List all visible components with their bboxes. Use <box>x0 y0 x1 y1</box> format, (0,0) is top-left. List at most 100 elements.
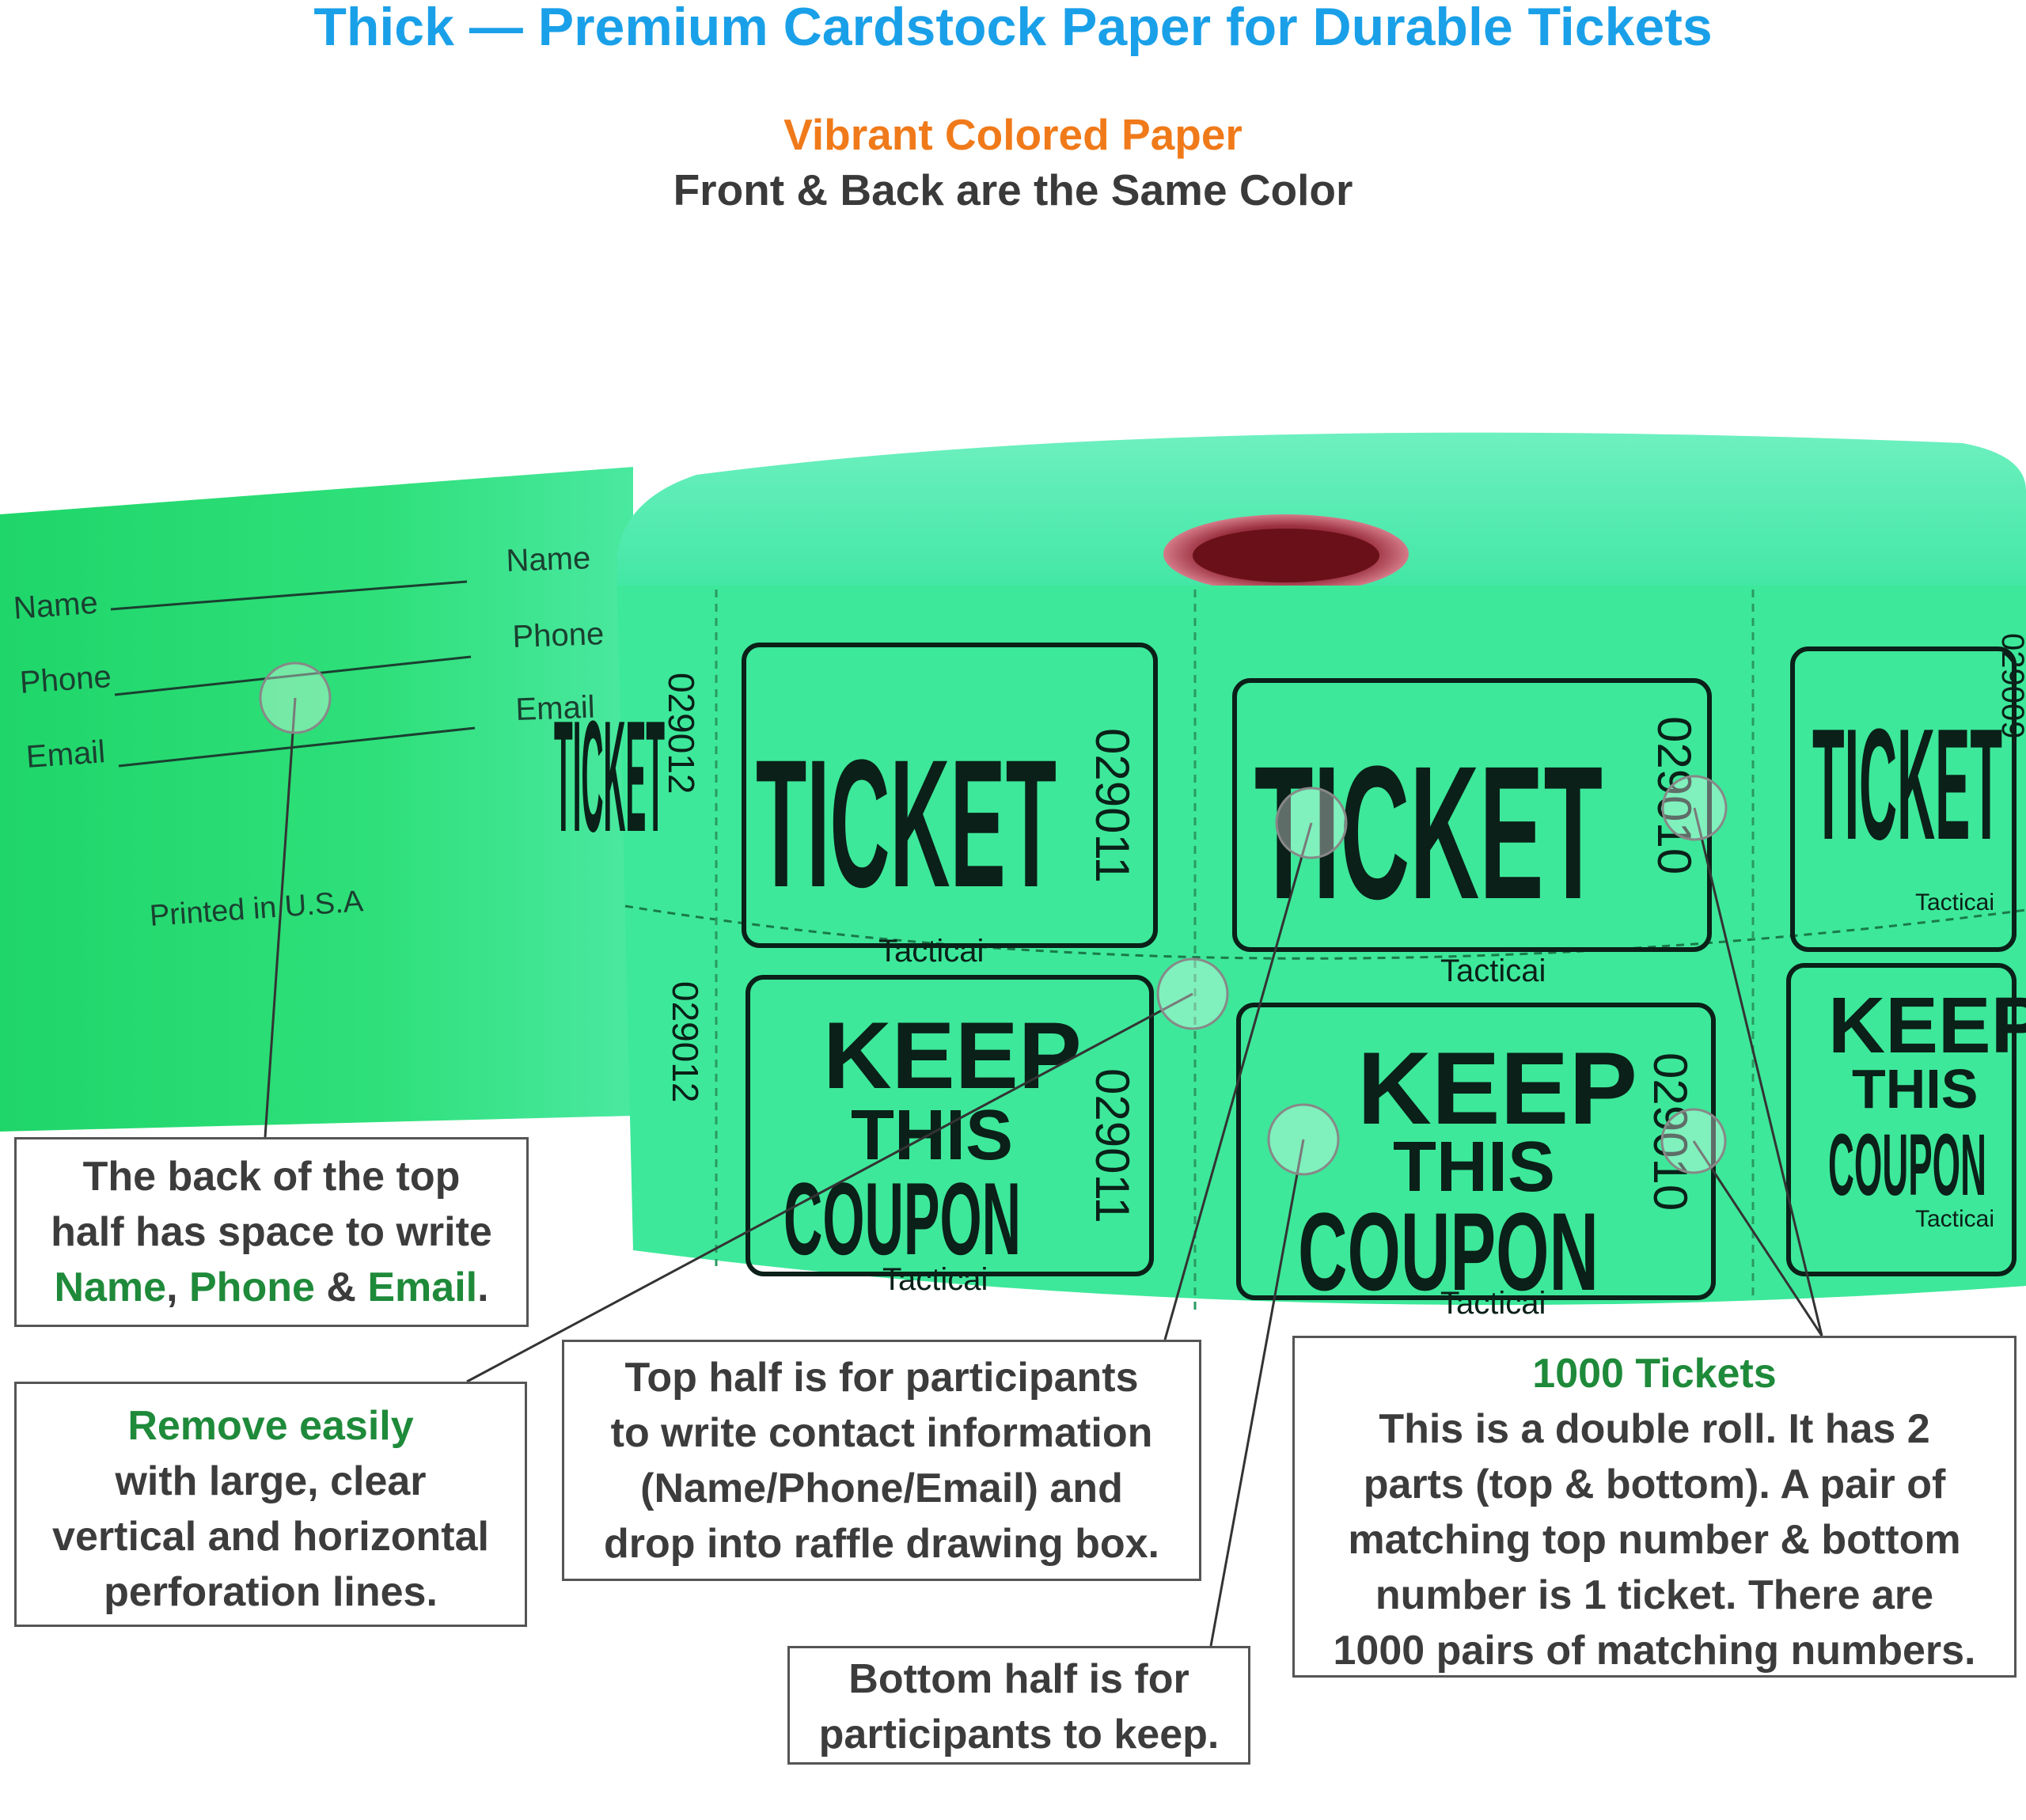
subtitle-vibrant: Vibrant Colored Paper <box>783 110 1243 159</box>
coupon-word-coupon: COUPON <box>783 1161 1021 1276</box>
ticket-number: 029012 <box>661 673 702 794</box>
callout-dot-perforation <box>1156 957 1229 1030</box>
ticket-top-2: TICKET 029010 Tacticai <box>1232 678 1712 988</box>
roll-front: TICKET 029012 TICKET 029011 Tacticai TIC… <box>554 586 2026 1321</box>
callout-bottom-line1: Bottom half is for <box>848 1656 1189 1702</box>
callout-back-line2: half has space to write <box>51 1209 492 1255</box>
callout-tickets-line5: 1000 pairs of matching numbers. <box>1333 1628 1976 1674</box>
back-label-phone: Phone <box>19 659 112 700</box>
callout-back-sep1: , <box>166 1265 189 1310</box>
callout-back-phone: Phone <box>189 1265 315 1310</box>
leader-bottom-half <box>1209 1139 1305 1647</box>
callout-top-line3: (Name/Phone/Email) and <box>640 1465 1123 1511</box>
callout-remove-line1: with large, clear <box>115 1458 427 1504</box>
back-label-name: Name <box>13 586 100 626</box>
roll-core-hole <box>1193 529 1379 582</box>
page-title: Thick — Premium Cardstock Paper for Dura… <box>313 0 1713 57</box>
leader-tickets-1 <box>1693 807 1823 1337</box>
coupon-word-coupon: COUPON <box>1298 1189 1599 1314</box>
ticket-top-left-partial: TICKET 029012 <box>554 673 702 865</box>
subtitle-same-color: Front & Back are the Same Color <box>673 165 1353 214</box>
ticket-number: 029010 <box>1648 716 1701 874</box>
callout-tickets-heading: 1000 Tickets <box>1532 1351 1777 1397</box>
callout-bottom-half: Bottom half is for participants to keep. <box>787 1646 1250 1765</box>
callout-back-line3: Name, Phone & Email. <box>17 1260 526 1315</box>
back-label-name-2: Name <box>506 540 591 578</box>
callout-dot-top-half <box>1275 787 1348 859</box>
callout-dots <box>259 662 1728 1176</box>
callout-remove-heading: Remove easily <box>127 1403 414 1449</box>
callout-top-line1: Top half is for participants <box>624 1355 1139 1401</box>
ticket-brand: Tacticai <box>1915 889 1994 916</box>
ticket-top-right-partial: TICKET Tacticai 029009 <box>1790 633 2026 952</box>
coupon-word-this: THIS <box>1852 1058 1978 1120</box>
ticket-bottom-1: KEEP THIS COUPON 029011 Tacticai <box>746 975 1154 1297</box>
leader-remove <box>466 992 1193 1383</box>
coupon-word-keep: KEEP <box>1357 1030 1637 1146</box>
ticket-number: 029011 <box>1086 728 1139 883</box>
leader-tickets-2 <box>1692 1140 1823 1337</box>
back-label-email: Email <box>25 734 107 775</box>
callout-remove-line2: vertical and horizontal <box>52 1514 489 1560</box>
ticket-word: TICKET <box>1254 726 1603 938</box>
callout-back-end: . <box>477 1265 489 1310</box>
callout-top-line4: drop into raffle drawing box. <box>604 1521 1159 1567</box>
ticket-word: TICKET <box>554 688 665 865</box>
ticket-brand: Tacticai <box>1440 954 1546 988</box>
ticket-number: 029009 <box>1995 633 2026 738</box>
callout-dot-number-top <box>1661 775 1728 841</box>
callout-back-name: Name <box>54 1265 167 1310</box>
callout-top-line2: to write contact information <box>610 1410 1153 1456</box>
ticket-border <box>1236 1003 1716 1300</box>
ticket-bottom-2: KEEP THIS COUPON 029010 Tacticai <box>1236 1003 1716 1321</box>
ticket-word: TICKET <box>756 722 1057 925</box>
callout-tickets-line3: matching top number & bottom <box>1348 1517 1961 1563</box>
callout-back-line1: The back of the top <box>82 1154 461 1200</box>
roll-front-face <box>617 586 2026 1306</box>
callout-top-half: Top half is for participants to write co… <box>562 1340 1201 1581</box>
ticket-border <box>746 975 1154 1276</box>
leader-top-half <box>1163 822 1313 1340</box>
ticket-brand: Tacticai <box>1915 1206 1994 1232</box>
strip-shape <box>0 467 633 1132</box>
back-line-phone <box>114 655 472 696</box>
ticket-border <box>1232 678 1712 952</box>
callout-dot-back <box>259 662 332 734</box>
ticket-bottom-right-partial: KEEP THIS COUPON Tacticai <box>1786 963 2026 1276</box>
coupon-word-coupon: COUPON <box>1828 1117 1986 1214</box>
ticket-border <box>742 643 1158 948</box>
callout-tickets-line4: number is 1 ticket. There are <box>1375 1572 1934 1618</box>
ticket-strip-back: Name Phone Email Printed in U.S.A Name P… <box>0 467 633 1132</box>
coupon-word-this: THIS <box>1393 1128 1555 1207</box>
callout-1000-tickets: 1000 Tickets This is a double roll. It h… <box>1292 1336 2017 1678</box>
callout-dot-bottom-half <box>1267 1103 1340 1176</box>
callout-tickets-line1: This is a double roll. It has 2 <box>1379 1406 1930 1452</box>
ticket-brand: Tacticai <box>882 1262 988 1297</box>
perforation-horizontal <box>624 904 2026 960</box>
callout-dot-number-bottom <box>1660 1108 1727 1174</box>
ticket-bottom-left-partial: 029012 <box>665 981 706 1103</box>
back-label-email-2: Email <box>515 690 596 727</box>
callout-remove-line3: perforation lines. <box>104 1569 438 1615</box>
coupon-word-keep: KEEP <box>1828 981 2026 1070</box>
callout-leaders <box>264 697 1823 1647</box>
ticket-brand: Tacticai <box>878 934 984 969</box>
ticket-top-1: TICKET 029011 Tacticai <box>742 643 1158 969</box>
back-label-phone-2: Phone <box>512 616 605 654</box>
ticket-border <box>1790 646 2017 952</box>
coupon-word-keep: KEEP <box>823 1003 1082 1109</box>
back-line-name <box>110 580 468 611</box>
back-line-email <box>118 726 476 768</box>
callout-tickets-line2: parts (top & bottom). A pair of <box>1363 1462 1946 1507</box>
ticket-border <box>1786 963 2017 1276</box>
leader-back <box>264 697 297 1138</box>
callout-back-sep2: & <box>314 1265 368 1310</box>
ticket-number: 029010 <box>1644 1052 1697 1211</box>
ticket-number: 029011 <box>1086 1068 1139 1223</box>
callout-back-email: Email <box>367 1265 478 1310</box>
callout-back-info: The back of the top half has space to wr… <box>14 1137 529 1327</box>
ticket-word: TICKET <box>1812 696 2002 873</box>
callout-remove-easily: Remove easily with large, clear vertical… <box>14 1382 527 1627</box>
ticket-brand: Tacticai <box>1440 1286 1546 1321</box>
